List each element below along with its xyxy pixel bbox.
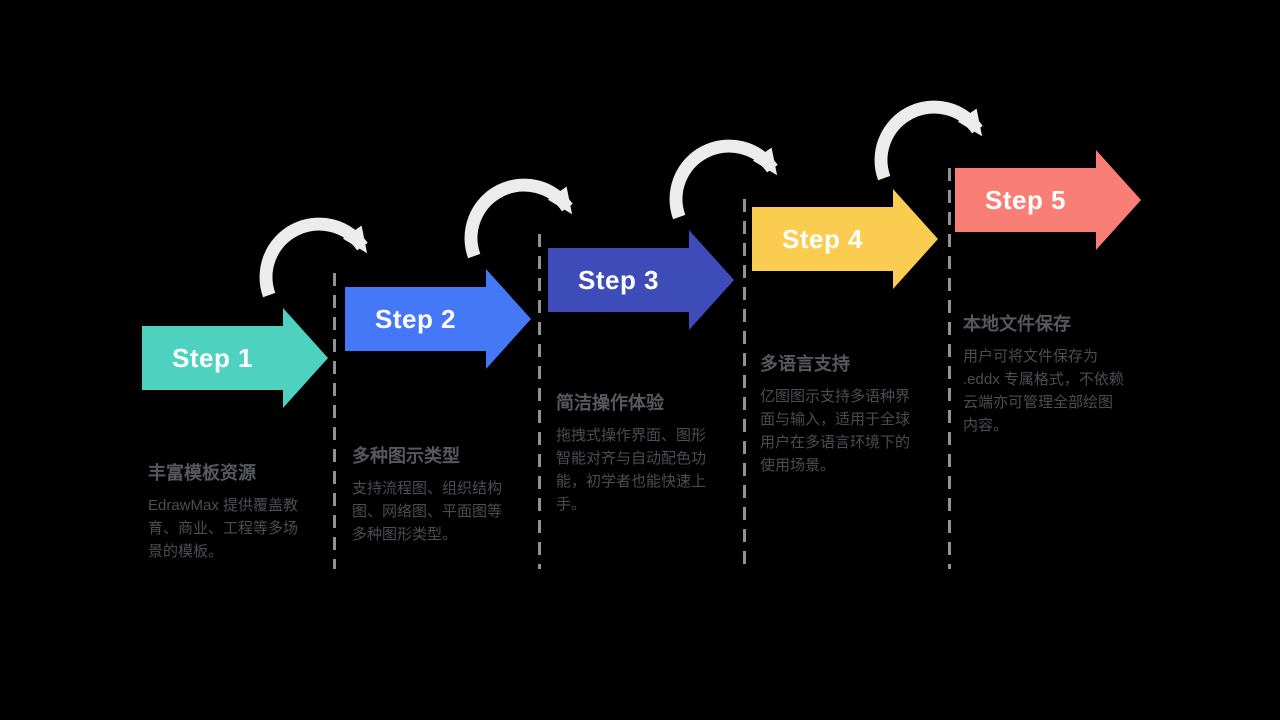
column-divider-2 (538, 234, 541, 569)
curved-arrow-connector-1 (259, 217, 368, 298)
arrow-shape-icon (142, 308, 328, 408)
arrow-shape-icon (548, 230, 734, 330)
step-4-description: 亿图图示支持多语种界面与输入，适用于全球用户在多语言环境下的使用场景。 (760, 388, 911, 474)
curved-arrow-connector-2 (464, 178, 573, 259)
step-4-title: 多语言支持 (760, 354, 850, 374)
step-3-arrow: Step 3 (548, 230, 734, 330)
step-2-arrow: Step 2 (345, 269, 531, 369)
step-5-description: 用户可将文件保存为 .eddx 专属格式，不依赖云端亦可管理全部绘图内容。 (963, 348, 1124, 434)
step-1-text-block: 丰富模板资源 EdrawMax 提供覆盖教育、商业、工程等多场景的模板。 (148, 461, 312, 563)
step-3-text-block: 简洁操作体验 拖拽式操作界面、图形智能对齐与自动配色功能，初学者也能快速上手。 (556, 391, 720, 516)
step-5-title: 本地文件保存 (963, 314, 1071, 334)
step-2-text-block: 多种图示类型 支持流程图、组织结构图、网络图、平面图等多种图形类型。 (352, 444, 516, 546)
step-4-arrow: Step 4 (752, 189, 938, 289)
arrow-shape-icon (752, 189, 938, 289)
step-5-arrow: Step 5 (955, 150, 1141, 250)
step-2-label: Step 2 (374, 303, 457, 334)
step-1-arrow: Step 1 (142, 308, 328, 408)
column-divider-1 (333, 273, 336, 569)
step-5-label: Step 5 (984, 184, 1067, 215)
curved-arrow-connector-4 (874, 100, 983, 181)
column-divider-3 (743, 199, 746, 569)
step-4-text-block: 多语言支持 亿图图示支持多语种界面与输入，适用于全球用户在多语言环境下的使用场景… (760, 352, 924, 477)
step-5-text-block: 本地文件保存 用户可将文件保存为 .eddx 专属格式，不依赖云端亦可管理全部绘… (963, 312, 1127, 437)
curved-arrow-connector-3 (669, 139, 778, 220)
step-3-label: Step 3 (577, 264, 660, 295)
step-1-title: 丰富模板资源 (148, 463, 256, 483)
step-1-description: EdrawMax 提供覆盖教育、商业、工程等多场景的模板。 (148, 497, 299, 560)
step-1-label: Step 1 (171, 342, 254, 373)
step-2-description: 支持流程图、组织结构图、网络图、平面图等多种图形类型。 (352, 480, 503, 543)
arrow-shape-icon (955, 150, 1141, 250)
step-3-title: 简洁操作体验 (556, 393, 664, 413)
step-3-description: 拖拽式操作界面、图形智能对齐与自动配色功能，初学者也能快速上手。 (556, 427, 707, 513)
step-4-label: Step 4 (781, 223, 864, 254)
step-2-title: 多种图示类型 (352, 446, 460, 466)
arrow-shape-icon (345, 269, 531, 369)
column-divider-4 (948, 168, 951, 569)
